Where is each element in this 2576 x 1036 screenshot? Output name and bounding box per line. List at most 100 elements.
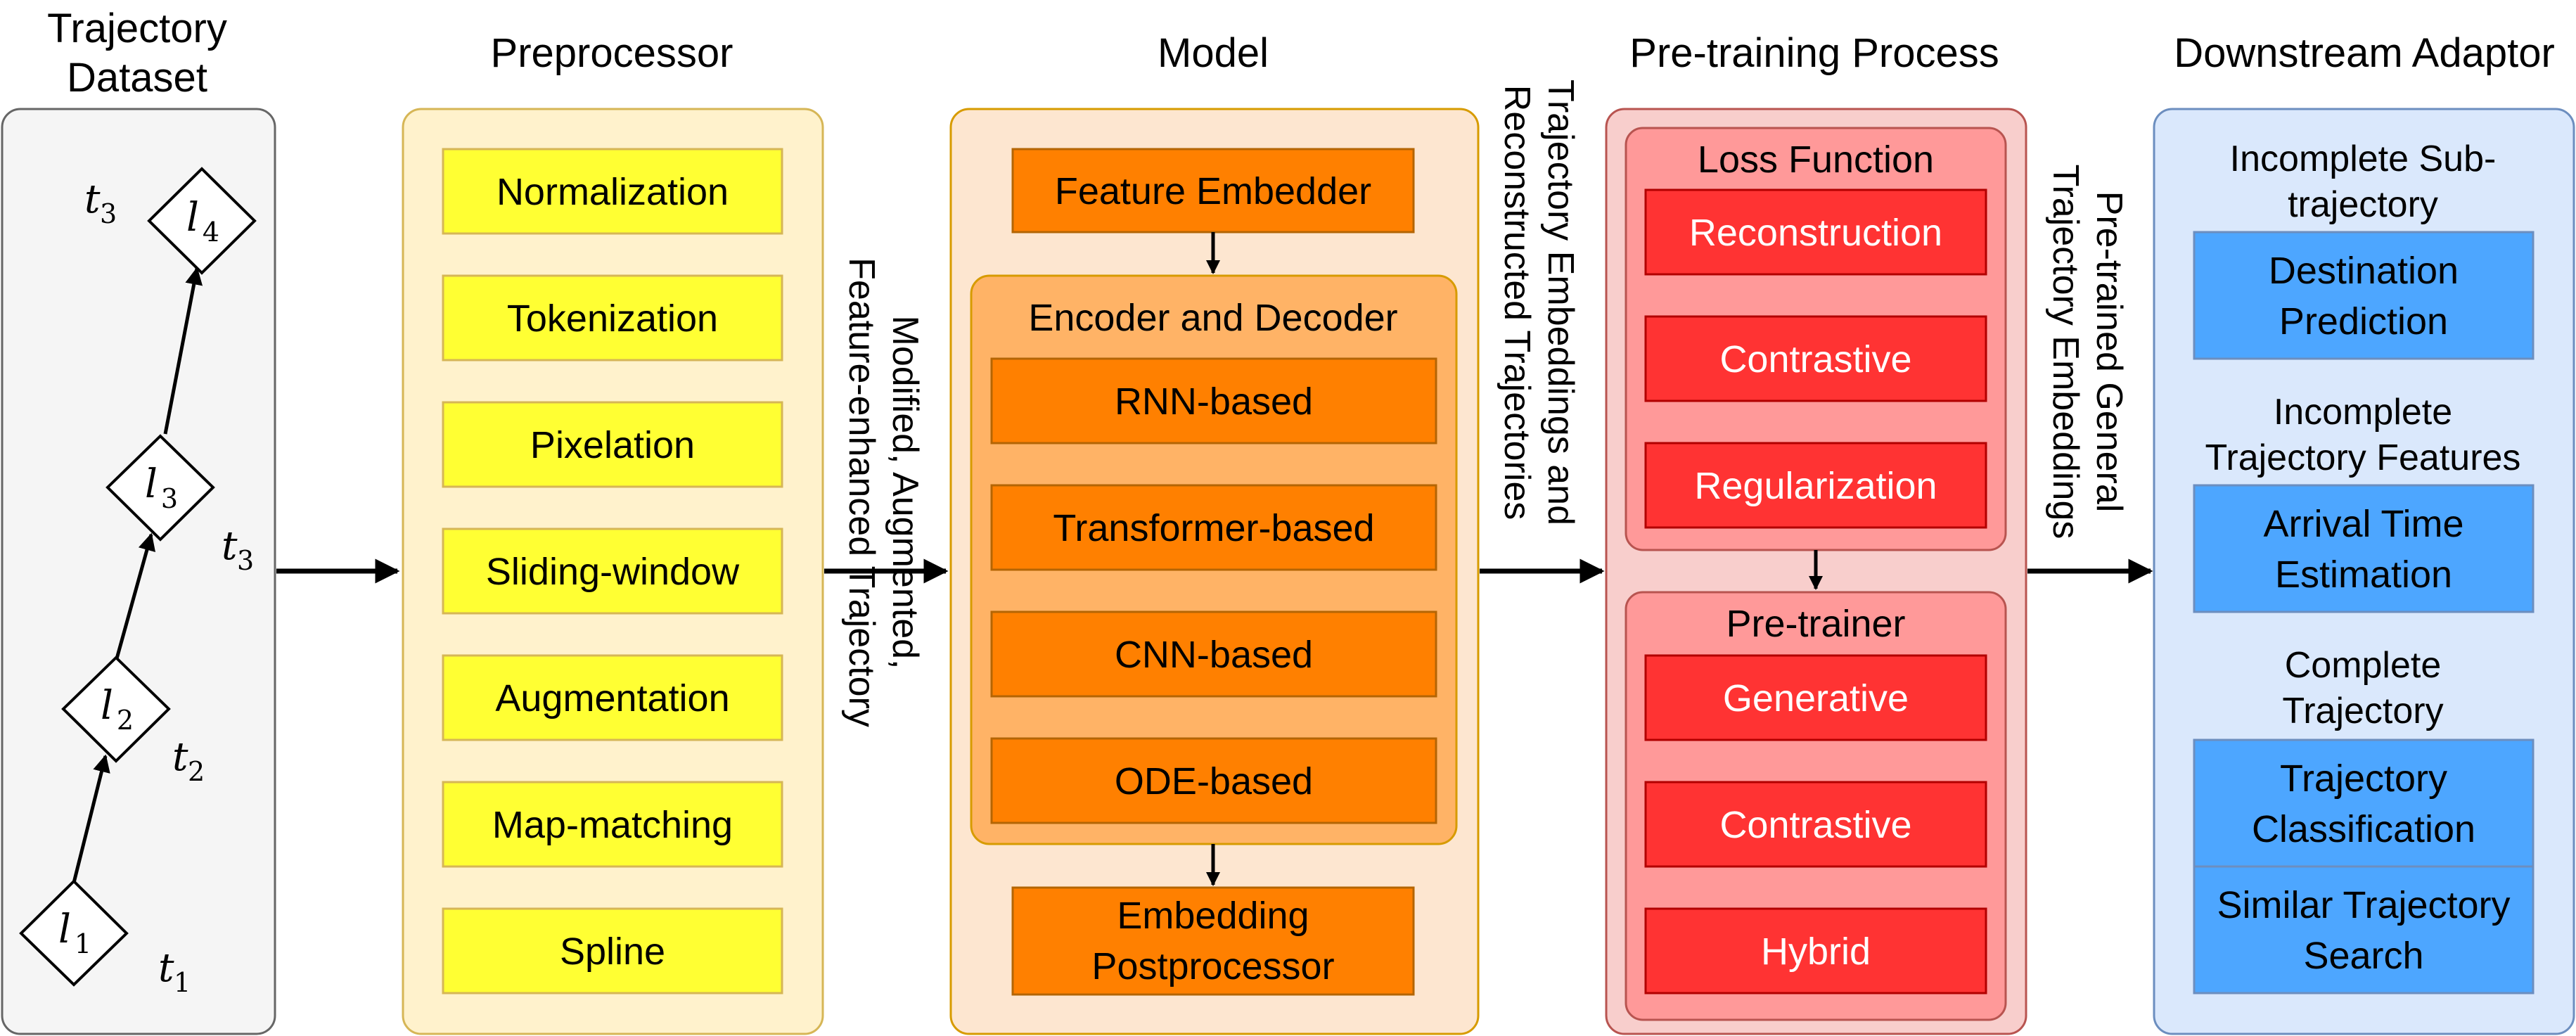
encoder-decoder-items: RNN-basedTransformer-basedCNN-basedODE-b… xyxy=(990,357,1437,824)
connector3-line2: Trajectory Embeddings xyxy=(2045,165,2086,539)
t4-symbol: t xyxy=(84,177,101,222)
connector1-label: Modified, Augmented, Feature-enhanced Tr… xyxy=(841,257,925,727)
t3-subscript: 3 xyxy=(237,545,254,576)
t3-symbol: t xyxy=(222,523,238,569)
l1-symbol: l xyxy=(58,907,71,952)
model-panel: Model Feature Embedder Encoder and Decod… xyxy=(949,30,1480,1035)
trajectory-classification-box xyxy=(2193,738,2535,868)
downstream-panel: Downstream Adaptor Incomplete Sub- traje… xyxy=(2153,30,2575,1035)
encdec-item-label: RNN-based xyxy=(1115,380,1313,423)
preprocessor-item-box xyxy=(442,654,783,741)
group2-caption-line1: Incomplete xyxy=(2274,392,2452,433)
group3-caption-line1: Complete xyxy=(2285,645,2442,686)
location-l3: l 3 xyxy=(105,434,215,542)
pretrainer-item-label: Contrastive xyxy=(1719,804,1911,846)
preprocessor-item-box xyxy=(442,527,783,615)
preprocessor-item-label: Pixelation xyxy=(530,424,695,466)
loss-item-label: Contrastive xyxy=(1719,338,1911,380)
destination-prediction-line2: Prediction xyxy=(2279,300,2448,343)
downstream-title: Downstream Adaptor xyxy=(2174,30,2555,76)
pretrainer-item-box xyxy=(1644,781,1987,868)
encdec-item-label: Transformer-based xyxy=(1053,507,1374,549)
l3-symbol: l xyxy=(145,461,158,507)
feature-embedder-label: Feature Embedder xyxy=(1055,170,1371,212)
preprocessor-item-box xyxy=(442,907,783,995)
loss-item-label: Regularization xyxy=(1694,465,1937,507)
dataset-title-line2: Dataset xyxy=(67,55,207,101)
l1-subscript: 1 xyxy=(75,928,91,959)
group1-caption-line1: Incomplete Sub- xyxy=(2230,139,2497,179)
embedding-postprocessor-box xyxy=(1011,886,1415,996)
preprocessor-item-box xyxy=(442,274,783,362)
connector2-label: Trajectory Embeddings and Reconstructed … xyxy=(1497,79,1581,525)
classification-line2: Classification xyxy=(2252,808,2475,850)
encdec-item-box xyxy=(990,610,1437,698)
similar-search-line2: Search xyxy=(2303,935,2423,977)
group2-caption-line2: Trajectory Features xyxy=(2205,437,2521,478)
l3-subscript: 3 xyxy=(161,483,178,514)
model-title: Model xyxy=(1158,30,1269,76)
destination-prediction-box xyxy=(2193,231,2535,360)
pretraining-panel: Pre-training Process Loss Function Recon… xyxy=(1605,30,2027,1035)
traj-arrow-2 xyxy=(114,532,156,662)
loss-item-box xyxy=(1644,188,1987,276)
encdec-item-box xyxy=(990,357,1437,445)
preprocessor-items: NormalizationTokenizationPixelationSlidi… xyxy=(442,148,783,995)
similar-search-box xyxy=(2193,865,2535,995)
l2-symbol: l xyxy=(101,683,113,729)
pretrainer-title: Pre-trainer xyxy=(1726,603,1905,645)
preprocessor-item-box xyxy=(442,781,783,868)
connector2-line1: Trajectory Embeddings and xyxy=(1540,79,1581,525)
loss-item-label: Reconstruction xyxy=(1689,212,1942,254)
pretraining-title: Pre-training Process xyxy=(1629,30,1999,76)
preprocessor-item-label: Spline xyxy=(560,931,665,973)
preprocessor-item-box xyxy=(442,401,783,488)
preprocessor-item-label: Augmentation xyxy=(495,677,729,720)
pretrainer-item-box xyxy=(1644,907,1987,995)
connector3-line1: Pre-trained General xyxy=(2089,191,2129,513)
arrival-time-line1: Arrival Time xyxy=(2263,503,2463,545)
encdec-item-box xyxy=(990,484,1437,571)
dataset-panel: Trajectory Dataset l 1 l 2 l 3 l 4 xyxy=(1,6,276,1035)
preprocessor-item-box xyxy=(442,148,783,235)
traj-arrow-1 xyxy=(72,754,110,883)
arrival-time-box xyxy=(2193,484,2535,613)
t2-subscript: 2 xyxy=(188,756,205,787)
preprocessor-item-label: Normalization xyxy=(496,171,729,213)
t1-symbol: t xyxy=(158,945,174,991)
encdec-item-label: CNN-based xyxy=(1115,634,1313,676)
pretrainer-item-label: Hybrid xyxy=(1761,931,1871,973)
dataset-box xyxy=(1,108,276,1035)
loss-item-box xyxy=(1644,315,1987,402)
destination-prediction-line1: Destination xyxy=(2269,250,2459,292)
connector3-label: Pre-trained General Trajectory Embedding… xyxy=(2045,165,2129,539)
location-l2: l 2 xyxy=(61,656,171,763)
pretrainer-item-label: Generative xyxy=(1723,677,1909,720)
l4-symbol: l xyxy=(186,195,199,241)
loss-item-box xyxy=(1644,442,1987,529)
connector1-line2: Feature-enhanced Trajectory xyxy=(841,257,882,727)
encdec-item-box xyxy=(990,737,1437,824)
encoder-decoder-title: Encoder and Decoder xyxy=(1028,297,1397,339)
preprocessor-item-label: Map-matching xyxy=(492,804,733,846)
preprocessor-title: Preprocessor xyxy=(491,30,733,76)
preprocessor-item-label: Sliding-window xyxy=(486,551,740,593)
feature-embedder-box xyxy=(1011,148,1415,234)
l4-subscript: 4 xyxy=(203,217,219,248)
t2-symbol: t xyxy=(172,734,188,780)
group1-caption-line2: trajectory xyxy=(2288,184,2438,225)
time-t1: t 1 xyxy=(158,945,191,998)
t1-subscript: 1 xyxy=(174,967,191,998)
location-l4: l 4 xyxy=(147,167,257,275)
time-t3-b: t 3 xyxy=(84,177,117,229)
classification-line1: Trajectory xyxy=(2280,757,2447,800)
t4-subscript: 3 xyxy=(100,198,117,229)
group3-caption-line2: Trajectory xyxy=(2282,691,2443,731)
dataset-title-line1: Trajectory xyxy=(47,6,227,51)
loss-function-title: Loss Function xyxy=(1698,139,1934,181)
pretrainer-item-box xyxy=(1644,654,1987,741)
arrival-time-line2: Estimation xyxy=(2275,554,2452,596)
